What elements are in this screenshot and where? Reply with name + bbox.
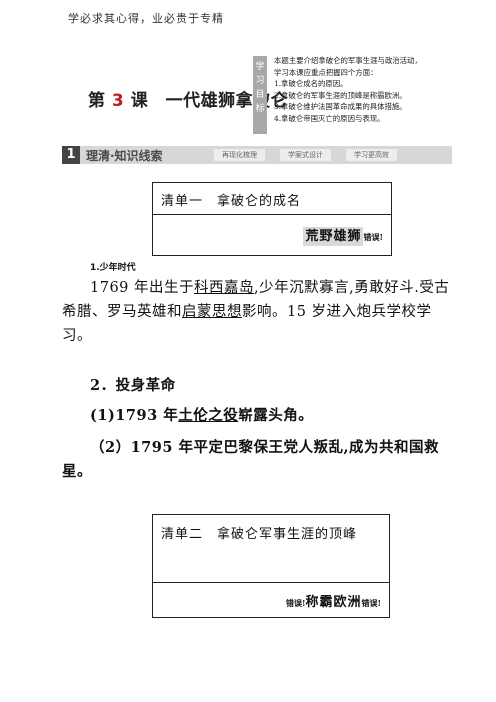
section-label: 理清·知识线索 — [86, 149, 163, 163]
section-tab-2: 学案式设计 — [280, 149, 331, 161]
section-header-bar: 1 理清·知识线索 再现化梳理 学案式设计 学习更高效 — [62, 146, 452, 164]
checklist-2-header: 清单二 拿破仑军事生涯的顶峰 — [153, 515, 389, 583]
section-tab-1: 再现化梳理 — [214, 149, 265, 161]
item-1-paragraph: 1769 年出生于科西嘉岛,少年沉默寡言,勇敢好斗.受古希腊、罗马英雄和启蒙思想… — [62, 280, 450, 344]
learning-goals-tag: 学习目标 — [253, 56, 267, 134]
item-2-2: （2）1795 年平定巴黎保王党人叛乱,成为共和国救星。 — [62, 439, 440, 480]
learning-goals-text: 本题主要介绍拿破仑的军事生涯与政治活动， 学习本课应重点把握四个方面： 1.拿破… — [274, 56, 422, 123]
item-2-1: (1)1793 年土伦之役崭露头角。 — [90, 407, 314, 424]
checklist-box-1: 清单一 拿破仑的成名 荒野雄狮错误! — [152, 182, 392, 256]
checklist-1-header: 清单一 拿破仑的成名 — [153, 183, 391, 215]
checklist-box-2: 清单二 拿破仑军事生涯的顶峰 错误!称霸欧洲错误! — [152, 514, 390, 618]
lesson-banner: 第 3 课 一代雄狮拿破仑 学习目标 本题主要介绍拿破仑的军事生涯与政治活动， … — [62, 52, 452, 140]
section-number: 1 — [62, 146, 80, 164]
item-2-title: 2．投身革命 — [90, 377, 176, 394]
lesson-title: 第 3 课 一代雄狮拿破仑 — [88, 91, 289, 111]
checklist-1-answer: 荒野雄狮错误! — [303, 227, 383, 246]
item-1-title: 1.少年时代 — [90, 263, 136, 273]
lesson-number: 3 — [111, 91, 125, 111]
checklist-2-answer: 错误!称霸欧洲错误! — [285, 595, 381, 610]
header-motto: 学必求其心得，业必贵于专精 — [68, 12, 224, 25]
section-tab-3: 学习更高效 — [346, 149, 397, 161]
